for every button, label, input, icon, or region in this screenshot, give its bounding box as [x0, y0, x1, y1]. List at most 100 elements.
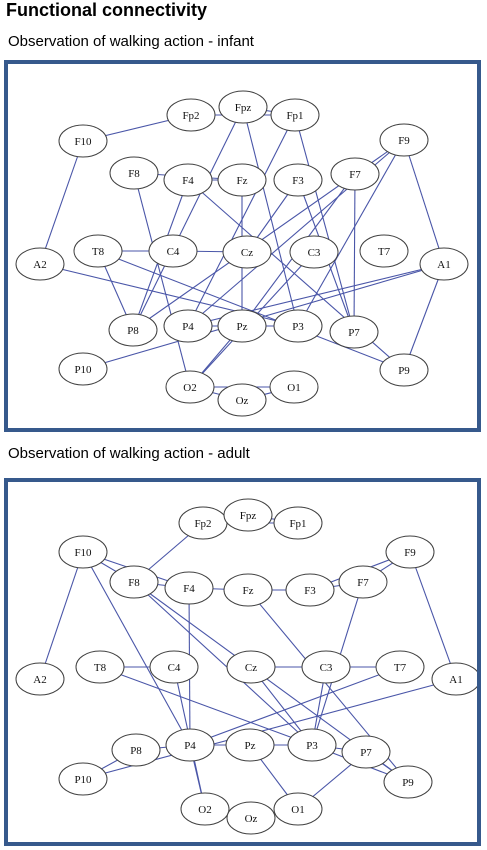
node-label: T7 — [378, 246, 391, 258]
node-ellipse — [341, 735, 391, 769]
node-ellipse — [58, 535, 108, 569]
node-o2: O2 — [180, 792, 230, 826]
node-label: P8 — [127, 325, 139, 337]
node-ellipse — [419, 247, 469, 281]
node-label: Fp1 — [286, 110, 303, 122]
node-ellipse — [287, 728, 337, 762]
node-ellipse — [163, 163, 213, 197]
node-ellipse — [338, 565, 388, 599]
node-ellipse — [270, 98, 320, 132]
node-label: A2 — [33, 674, 46, 686]
node-ellipse — [273, 309, 323, 343]
node-ellipse — [163, 309, 213, 343]
node-ellipse — [108, 313, 158, 347]
node-f8: F8 — [109, 565, 159, 599]
node-ellipse — [109, 156, 159, 190]
node-c4: C4 — [149, 650, 199, 684]
node-label: Fpz — [240, 510, 257, 522]
node-ellipse — [58, 762, 108, 796]
node-ellipse — [15, 247, 65, 281]
node-label: T8 — [94, 662, 107, 674]
node-label: C3 — [308, 247, 321, 259]
edge-f10-p4 — [82, 551, 191, 746]
node-ellipse — [431, 662, 477, 696]
node-label: Fpz — [235, 102, 252, 114]
node-fz: Fz — [217, 163, 267, 197]
node-label: P4 — [184, 740, 196, 752]
node-ellipse — [75, 650, 125, 684]
node-o1: O1 — [273, 792, 323, 826]
node-label: C3 — [320, 662, 333, 674]
node-label: O2 — [183, 382, 196, 394]
edge-f8-p3 — [133, 581, 313, 746]
node-t7: T7 — [359, 234, 409, 268]
node-label: P9 — [398, 365, 410, 377]
node-label: O1 — [287, 382, 300, 394]
node-label: Oz — [245, 813, 258, 825]
node-ellipse — [217, 163, 267, 197]
node-fpz: Fpz — [223, 498, 273, 532]
node-label: P7 — [348, 327, 360, 339]
node-label: F4 — [183, 583, 195, 595]
node-ellipse — [164, 571, 214, 605]
node-label: A1 — [449, 674, 462, 686]
node-label: Pz — [237, 321, 248, 333]
node-label: C4 — [168, 662, 181, 674]
node-ellipse — [58, 352, 108, 386]
node-ellipse — [226, 650, 276, 684]
node-ellipse — [73, 234, 123, 268]
node-oz: Oz — [217, 383, 267, 417]
node-f4: F4 — [164, 571, 214, 605]
node-ellipse — [180, 792, 230, 826]
node-label: P3 — [306, 740, 318, 752]
node-t7: T7 — [375, 650, 425, 684]
node-ellipse — [218, 90, 268, 124]
edge-f7-p7 — [353, 173, 356, 333]
node-label: T8 — [92, 246, 105, 258]
node-p8: P8 — [111, 733, 161, 767]
node-fp1: Fp1 — [273, 506, 323, 540]
node-ellipse — [285, 573, 335, 607]
edge-fpz-p8 — [132, 106, 244, 331]
node-ellipse — [223, 573, 273, 607]
edge-f8-o2 — [133, 172, 191, 388]
node-p4: P4 — [165, 728, 215, 762]
node-label: F3 — [304, 585, 316, 597]
node-ellipse — [111, 733, 161, 767]
edge-fp1-p7 — [294, 114, 355, 333]
node-ellipse — [165, 728, 215, 762]
node-label: C4 — [167, 246, 180, 258]
node-f7: F7 — [330, 157, 380, 191]
node-fz: Fz — [223, 573, 273, 607]
node-t8: T8 — [75, 650, 125, 684]
node-a1: A1 — [431, 662, 477, 696]
node-c3: C3 — [289, 235, 339, 269]
node-label: P7 — [360, 747, 372, 759]
node-ellipse — [149, 650, 199, 684]
node-f9: F9 — [385, 535, 435, 569]
node-ellipse — [222, 235, 272, 269]
node-label: Fz — [237, 175, 248, 187]
node-fp1: Fp1 — [270, 98, 320, 132]
node-label: Cz — [245, 662, 257, 674]
node-label: O1 — [291, 804, 304, 816]
node-label: Oz — [236, 395, 249, 407]
node-label: F9 — [398, 135, 410, 147]
node-label: P8 — [130, 745, 142, 757]
node-ellipse — [226, 801, 276, 835]
node-label: Fp2 — [182, 110, 199, 122]
node-f8: F8 — [109, 156, 159, 190]
node-label: A2 — [33, 259, 46, 271]
node-label: P10 — [74, 774, 92, 786]
node-c3: C3 — [301, 650, 351, 684]
node-fpz: Fpz — [218, 90, 268, 124]
node-ellipse — [15, 662, 65, 696]
node-p10: P10 — [58, 762, 108, 796]
node-label: Fp2 — [194, 518, 211, 530]
node-label: F10 — [74, 136, 92, 148]
